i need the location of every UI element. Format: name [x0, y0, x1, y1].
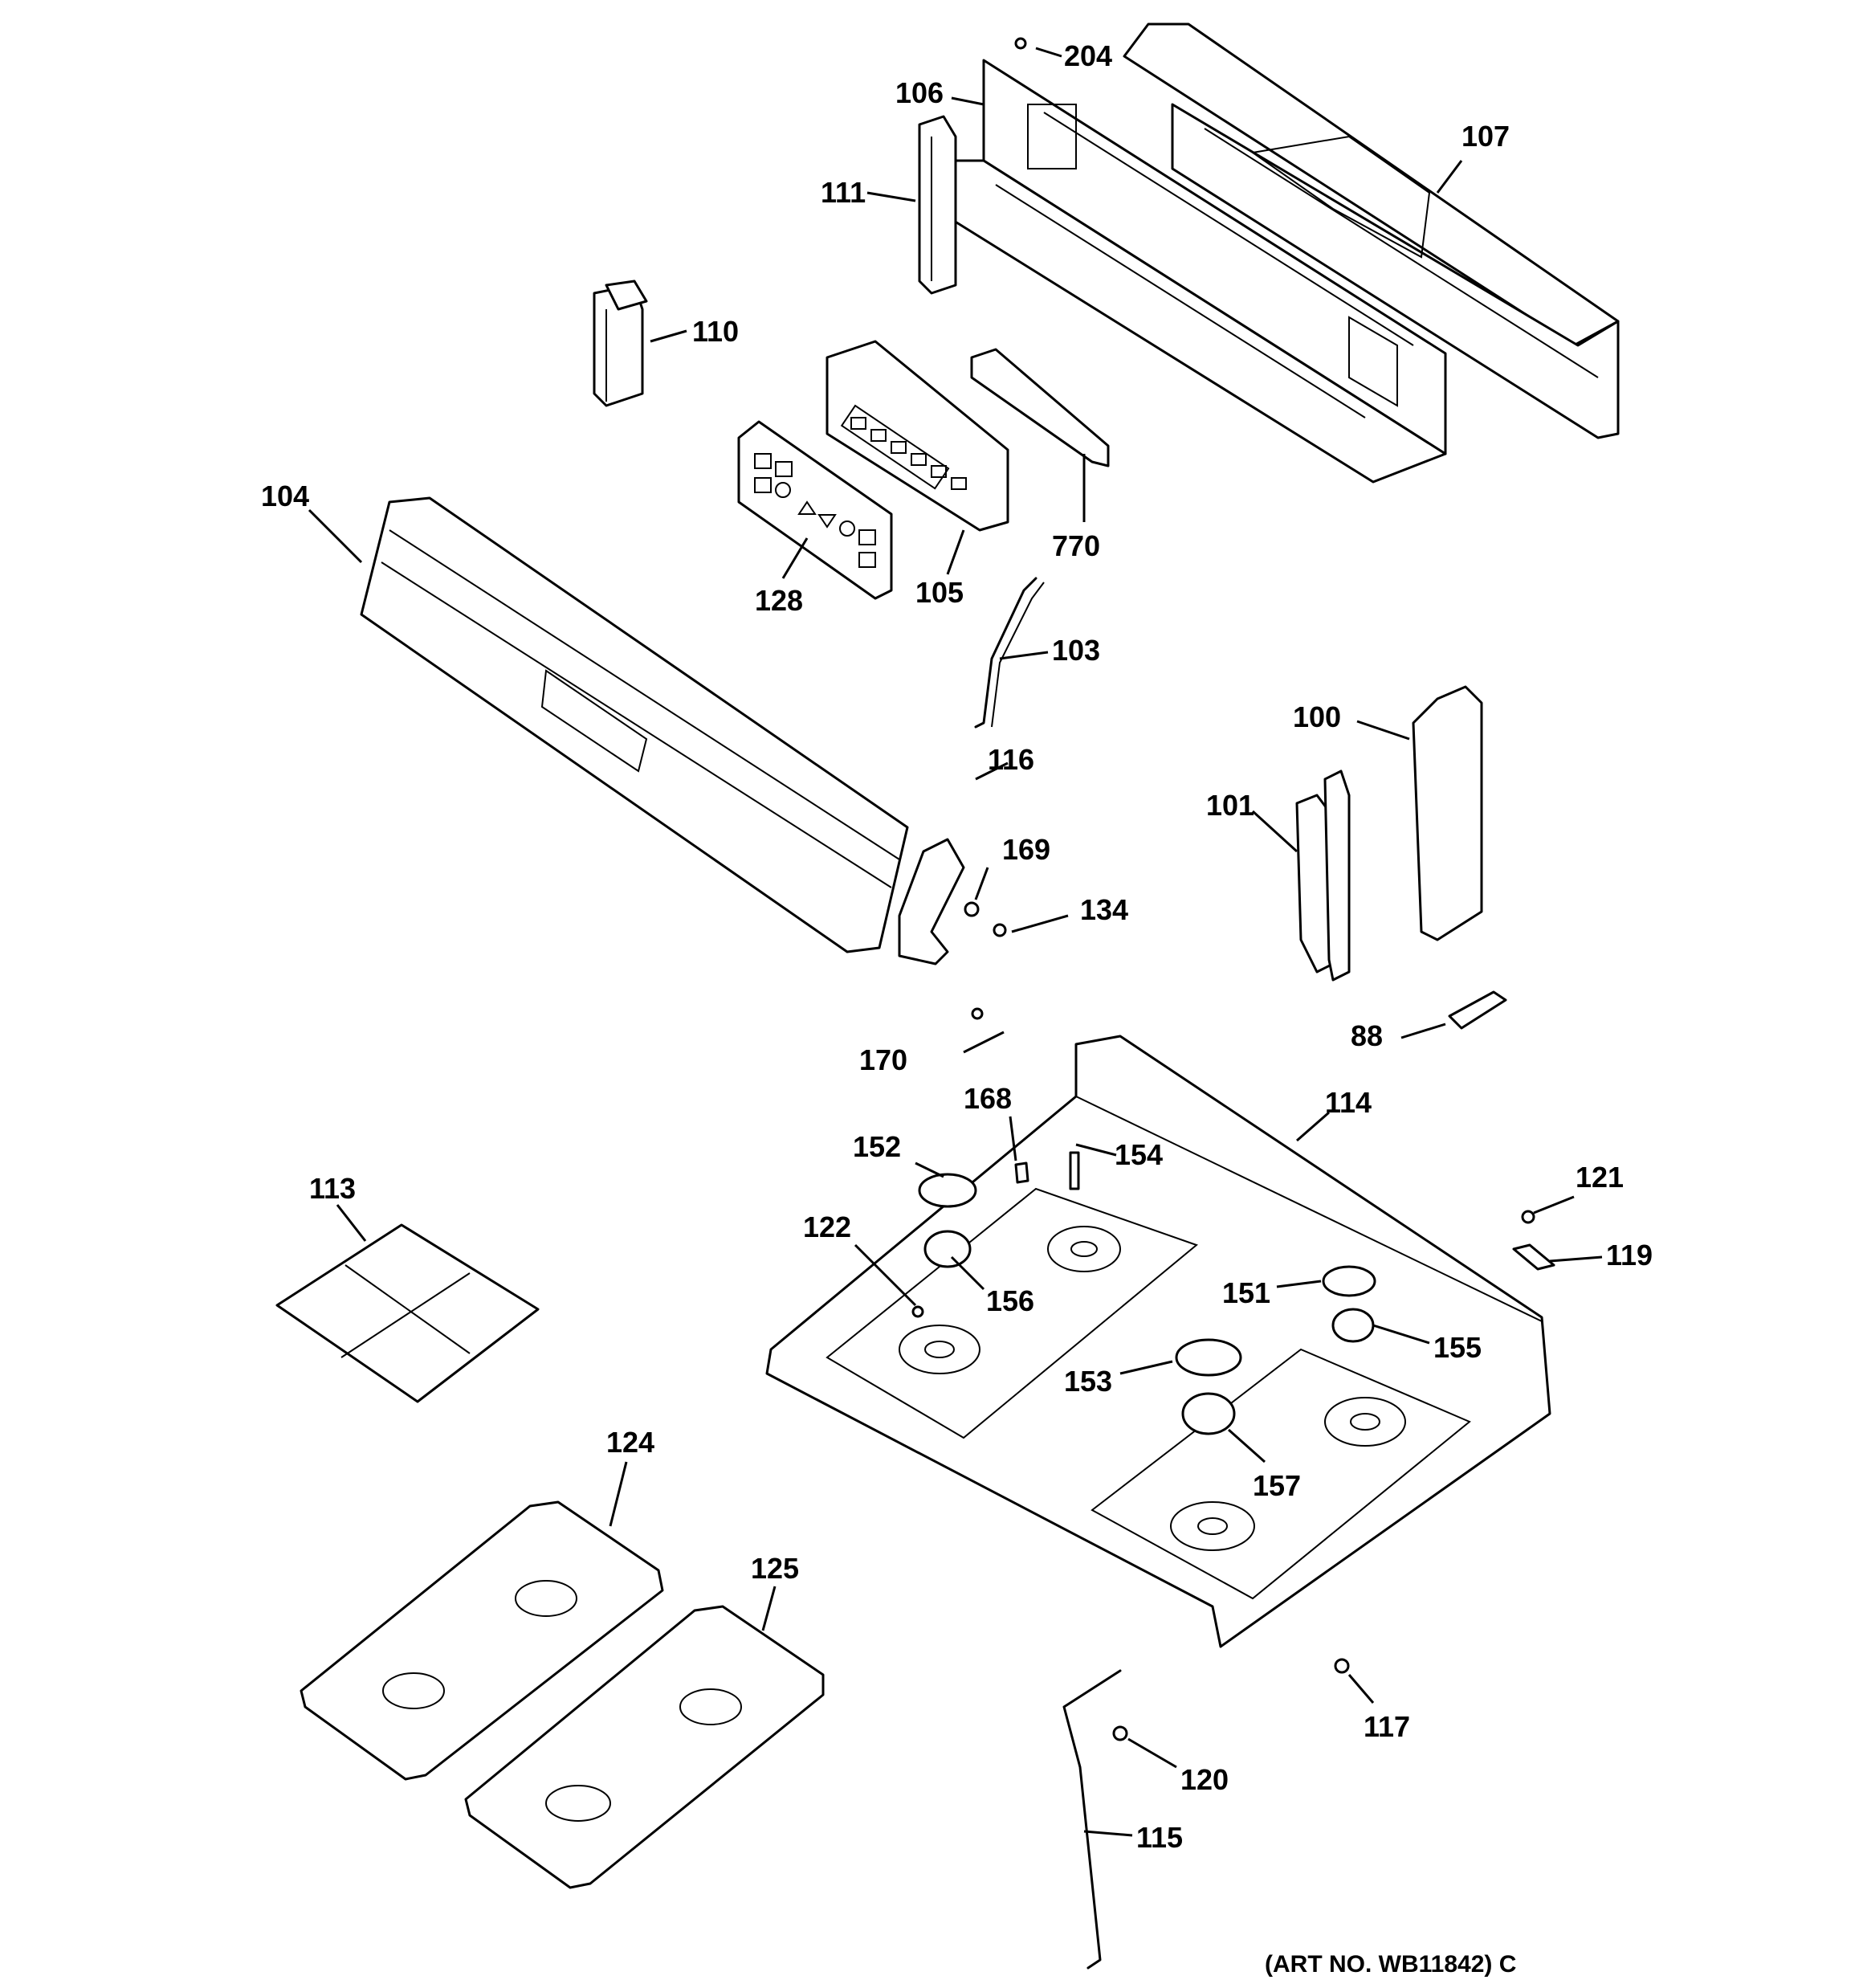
- leader-lines: [308, 47, 1603, 1837]
- callout-114: 114: [1325, 1086, 1372, 1119]
- cooktop-114: [765, 1035, 1551, 1648]
- callout-168: 168: [964, 1082, 1012, 1115]
- callout-119: 119: [1606, 1239, 1653, 1272]
- bracket-111: [918, 115, 957, 295]
- callout-155: 155: [1433, 1331, 1482, 1364]
- side-trim-100: [1412, 685, 1483, 941]
- callout-170: 170: [859, 1043, 907, 1076]
- callout-100: 100: [1293, 700, 1341, 733]
- callout-153: 153: [1064, 1365, 1112, 1398]
- callout-110: 110: [692, 315, 739, 348]
- burner-heads: [923, 1230, 1375, 1435]
- drip-pan-125: [464, 1605, 825, 1889]
- callout-104: 104: [261, 480, 309, 512]
- callout-105: 105: [915, 576, 964, 609]
- callout-101: 101: [1206, 789, 1254, 822]
- callout-124: 124: [606, 1426, 654, 1459]
- screw-204: [1014, 37, 1027, 50]
- part-88: [1448, 990, 1507, 1030]
- callout-770: 770: [1052, 529, 1100, 562]
- screws: [964, 901, 1007, 1020]
- callout-103: 103: [1052, 634, 1100, 667]
- rod-103: [974, 577, 1045, 729]
- callout-134: 134: [1080, 893, 1128, 926]
- callout-151: 151: [1222, 1276, 1270, 1309]
- grate-113: [275, 1223, 540, 1403]
- nut-117: [1334, 1658, 1350, 1674]
- drip-pan-124: [300, 1500, 664, 1781]
- callout-106: 106: [895, 76, 944, 109]
- burner-caps: [918, 1173, 1376, 1377]
- callout-157: 157: [1253, 1469, 1301, 1502]
- ignition-module-110: [593, 280, 648, 407]
- callout-labels: 204 106 107 111 110 104 128 105 770 103 …: [261, 39, 1653, 1854]
- control-board-105: [826, 340, 1009, 532]
- callout-204: 204: [1064, 39, 1112, 72]
- rod-115: [1062, 1669, 1122, 1970]
- callout-156: 156: [986, 1284, 1034, 1317]
- keypad-overlay-128: [737, 420, 893, 600]
- callout-122: 122: [803, 1210, 851, 1243]
- callout-125: 125: [751, 1552, 799, 1585]
- callout-117: 117: [1364, 1710, 1410, 1743]
- callout-111: 111: [821, 176, 866, 209]
- callout-152: 152: [853, 1130, 901, 1163]
- callout-128: 128: [755, 584, 803, 617]
- callout-107: 107: [1461, 120, 1510, 153]
- callout-120: 120: [1180, 1763, 1229, 1796]
- bracket-101: [1295, 769, 1351, 982]
- orifice-168: [1014, 1161, 1029, 1184]
- end-cap-116: [898, 838, 965, 965]
- screw-121: [1521, 1210, 1535, 1224]
- callout-169: 169: [1002, 833, 1050, 866]
- callout-154: 154: [1115, 1138, 1163, 1171]
- electrode-154: [1069, 1151, 1080, 1190]
- callout-88: 88: [1351, 1019, 1383, 1052]
- callout-113: 113: [309, 1172, 356, 1205]
- nut-120: [1112, 1725, 1128, 1741]
- callout-115: 115: [1136, 1821, 1183, 1854]
- callout-121: 121: [1576, 1161, 1624, 1194]
- callout-116: 116: [988, 743, 1034, 776]
- backsplash-panel-106: [946, 59, 1447, 484]
- screw-122: [911, 1305, 924, 1318]
- bracket-119: [1512, 1243, 1555, 1271]
- control-panel-104: [360, 496, 909, 953]
- rear-cover-107: [1123, 22, 1620, 439]
- bracket-770: [970, 348, 1110, 467]
- art-number: (ART NO. WB11842) C: [1265, 1951, 1516, 1978]
